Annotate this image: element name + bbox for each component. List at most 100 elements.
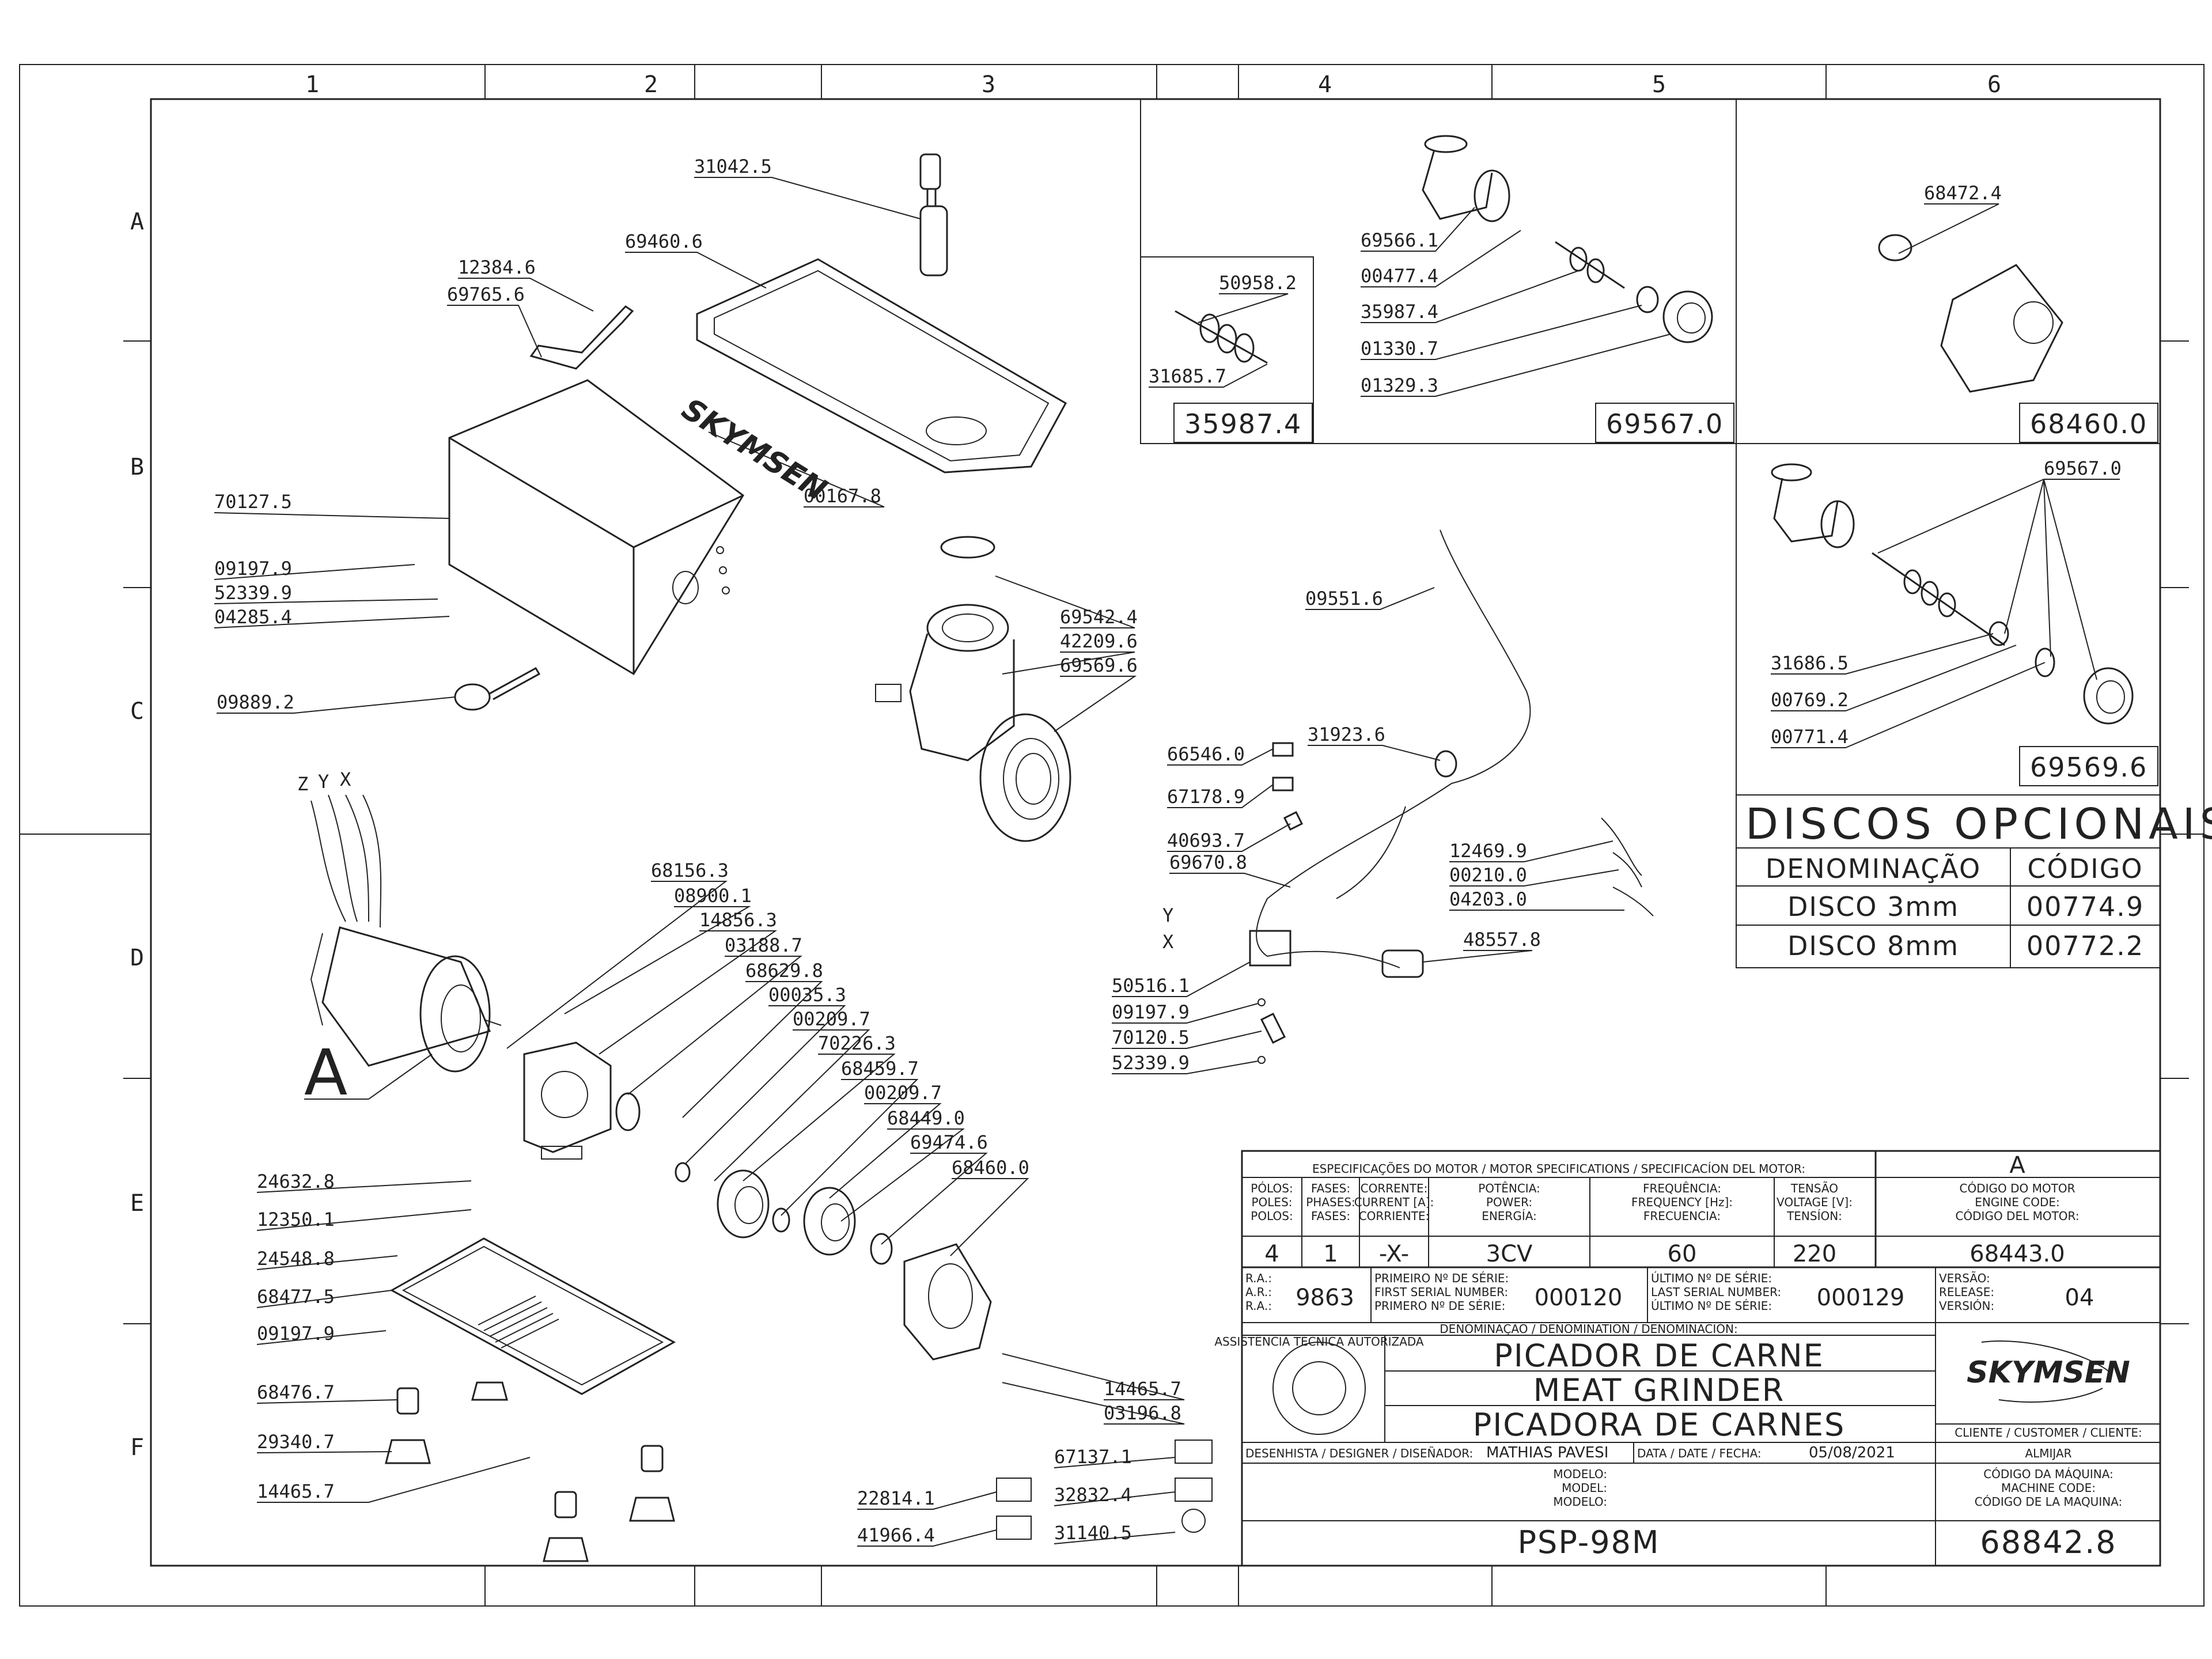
callout-68629-8: 68629.8 [745, 960, 823, 982]
grinder-69567-0-part [1422, 135, 1713, 343]
h-phases-pt: FASES: [1311, 1181, 1350, 1195]
callout-68476-7: 68476.7 [257, 1381, 335, 1403]
axis-z-label: Z [297, 773, 308, 795]
assembly-box-69567-0: 69567.0 [1606, 408, 1724, 440]
callout-14856-3: 14856.3 [699, 909, 777, 931]
callout-32832-4: 32832.4 [1054, 1484, 1132, 1506]
grid-row-D: D [130, 945, 144, 971]
callout-40693-7: 40693.7 [1167, 830, 1245, 851]
h-date: DATA / DATE / FECHA: [1637, 1446, 1762, 1460]
h-freq-pt: FREQUÊNCIA: [1643, 1181, 1721, 1195]
skymsen-logo: SKYMSEN [1967, 1355, 2130, 1390]
h-last-serial-pt: ÚLTIMO Nº DE SÉRIE: [1651, 1271, 1772, 1285]
h-voltage-pt: TENSÃO [1790, 1181, 1838, 1195]
callout-09197-9-c: 09197.9 [1112, 1001, 1190, 1023]
val-voltage: 220 [1793, 1241, 1836, 1267]
h-machine-code-en: MACHINE CODE: [2001, 1481, 2096, 1495]
h-poles-es: POLOS: [1251, 1209, 1293, 1223]
callout-68459-7: 68459.7 [841, 1058, 919, 1080]
knob-part [454, 666, 541, 711]
callout-69460-6: 69460.6 [625, 230, 703, 252]
callout-31686-5: 31686.5 [1771, 652, 1849, 674]
callout-09551-6: 09551.6 [1305, 588, 1383, 609]
h-ra-en: A.R.: [1245, 1285, 1272, 1299]
callout-70127-5: 70127.5 [214, 491, 292, 513]
callout-00167-8: 00167.8 [804, 485, 881, 507]
callout-00769-2: 00769.2 [1771, 689, 1849, 711]
callout-52339-9-a: 52339.9 [214, 582, 292, 604]
name-spanish: PICADORA DE CARNES [1473, 1407, 1845, 1443]
callout-67178-9: 67178.9 [1167, 786, 1245, 808]
h-voltage-es: TENSÍON: [1786, 1209, 1842, 1223]
grid-row-F: F [130, 1434, 144, 1461]
callout-66546-0: 66546.0 [1167, 743, 1245, 765]
h-first-serial-pt: PRIMEIRO Nº DE SÉRIE: [1374, 1271, 1509, 1285]
assembly-box-35987-4: 35987.4 [1184, 408, 1302, 440]
h-denomination: DENOMINAÇÃO / DENOMINATION / DENOMINACIÓ… [1440, 1322, 1737, 1336]
callout-00209-7-a: 00209.7 [793, 1008, 870, 1030]
val-date: 05/08/2021 [1809, 1444, 1895, 1461]
callout-68460-0-a: 68460.0 [952, 1157, 1029, 1179]
grid-col-3: 3 [982, 71, 995, 98]
callout-00209-7-b: 00209.7 [864, 1082, 942, 1104]
h-last-serial-es: ÚLTIMO Nº DE SÉRIE: [1651, 1299, 1772, 1313]
h-first-serial-en: FIRST SERIAL NUMBER: [1374, 1285, 1508, 1299]
h-poles-en: POLES: [1251, 1195, 1292, 1209]
callout-50958-2: 50958.2 [1219, 272, 1297, 294]
disco-8mm-code: 00772.2 [2027, 930, 2144, 961]
gearbox-part [523, 1041, 612, 1160]
h-version-es: VERSIÓN: [1939, 1299, 1994, 1313]
assembly-box-69569-6: 69569.6 [2030, 752, 2147, 783]
callout-68472-4: 68472.4 [1924, 182, 2002, 204]
callout-35987-4: 35987.4 [1361, 301, 1438, 323]
grinder-69569-6-part [1771, 463, 2134, 725]
h-model-en: MODEL: [1562, 1481, 1607, 1495]
screw-35987-4-part [1175, 310, 1268, 364]
h-version-en: RELEASE: [1939, 1285, 1994, 1299]
disco-8mm-name: DISCO 8mm [1787, 930, 1959, 961]
callout-42209-6: 42209.6 [1060, 630, 1138, 652]
val-model: PSP-98M [1517, 1524, 1660, 1560]
disco-3mm-name: DISCO 3mm [1787, 891, 1959, 922]
assistance-seal: ASSISTÊNCIA TÉCNICA AUTORIZADA [1214, 1335, 1424, 1349]
h-current-es: CORRIENTE: [1359, 1209, 1430, 1223]
discos-opcionais-table: DISCOS OPCIONAIS DENOMINAÇÃO CÓDIGO DISC… [1736, 794, 2212, 968]
h-motor-code-es: CÓDIGO DEL MOTOR: [1955, 1209, 2079, 1223]
callout-01329-3: 01329.3 [1361, 374, 1438, 396]
grid-col-5: 5 [1652, 71, 1666, 98]
grid-col-2: 2 [644, 71, 658, 98]
grid-col-6: 6 [1987, 71, 2001, 98]
h-phases-es: FASES: [1311, 1209, 1350, 1223]
h-freq-es: FRECUENCIA: [1643, 1209, 1721, 1223]
motor-part [310, 926, 502, 1073]
disco-3mm-code: 00774.9 [2027, 891, 2144, 922]
callout-00035-3: 00035.3 [768, 984, 846, 1006]
val-power: 3CV [1486, 1241, 1533, 1267]
assembly-box-68460-0: 68460.0 [2030, 408, 2147, 440]
callout-03188-7: 03188.7 [725, 934, 802, 956]
callout-31923-6: 31923.6 [1308, 724, 1385, 745]
callout-69670-8: 69670.8 [1169, 851, 1247, 873]
wire-y-label: Y [1162, 904, 1173, 926]
motor-housing-box [448, 379, 744, 676]
grinder-head-part [875, 536, 1071, 842]
callout-52339-9-b: 52339.9 [1112, 1052, 1190, 1074]
h-power-es: ENERGÍA: [1482, 1209, 1537, 1223]
callouts-left: 31042.5 69460.6 12384.6 69765.6 70127.5 … [214, 156, 1213, 1547]
callout-29340-7: 29340.7 [257, 1431, 335, 1453]
val-phases: 1 [1323, 1241, 1338, 1267]
h-phases-en: PHASES: [1306, 1195, 1355, 1209]
h-current-en: CURRENT [A]: [1354, 1195, 1434, 1209]
callout-14465-7-a: 14465.7 [257, 1480, 335, 1502]
h-first-serial-es: PRIMERO Nº DE SÉRIE: [1374, 1299, 1505, 1313]
name-portuguese: PICADOR DE CARNE [1494, 1338, 1824, 1374]
h-designer: DESENHISTA / DESIGNER / DISEÑADOR: [1245, 1446, 1473, 1460]
h-voltage-en: VOLTAGE [V]: [1777, 1195, 1853, 1209]
feet-parts [385, 1381, 675, 1562]
callout-12384-6: 12384.6 [458, 256, 536, 278]
val-machine-code: 68842.8 [1980, 1524, 2116, 1560]
callout-48557-8: 48557.8 [1463, 929, 1541, 950]
val-first-serial: 000120 [1535, 1285, 1623, 1311]
grid-col-1: 1 [305, 71, 319, 98]
